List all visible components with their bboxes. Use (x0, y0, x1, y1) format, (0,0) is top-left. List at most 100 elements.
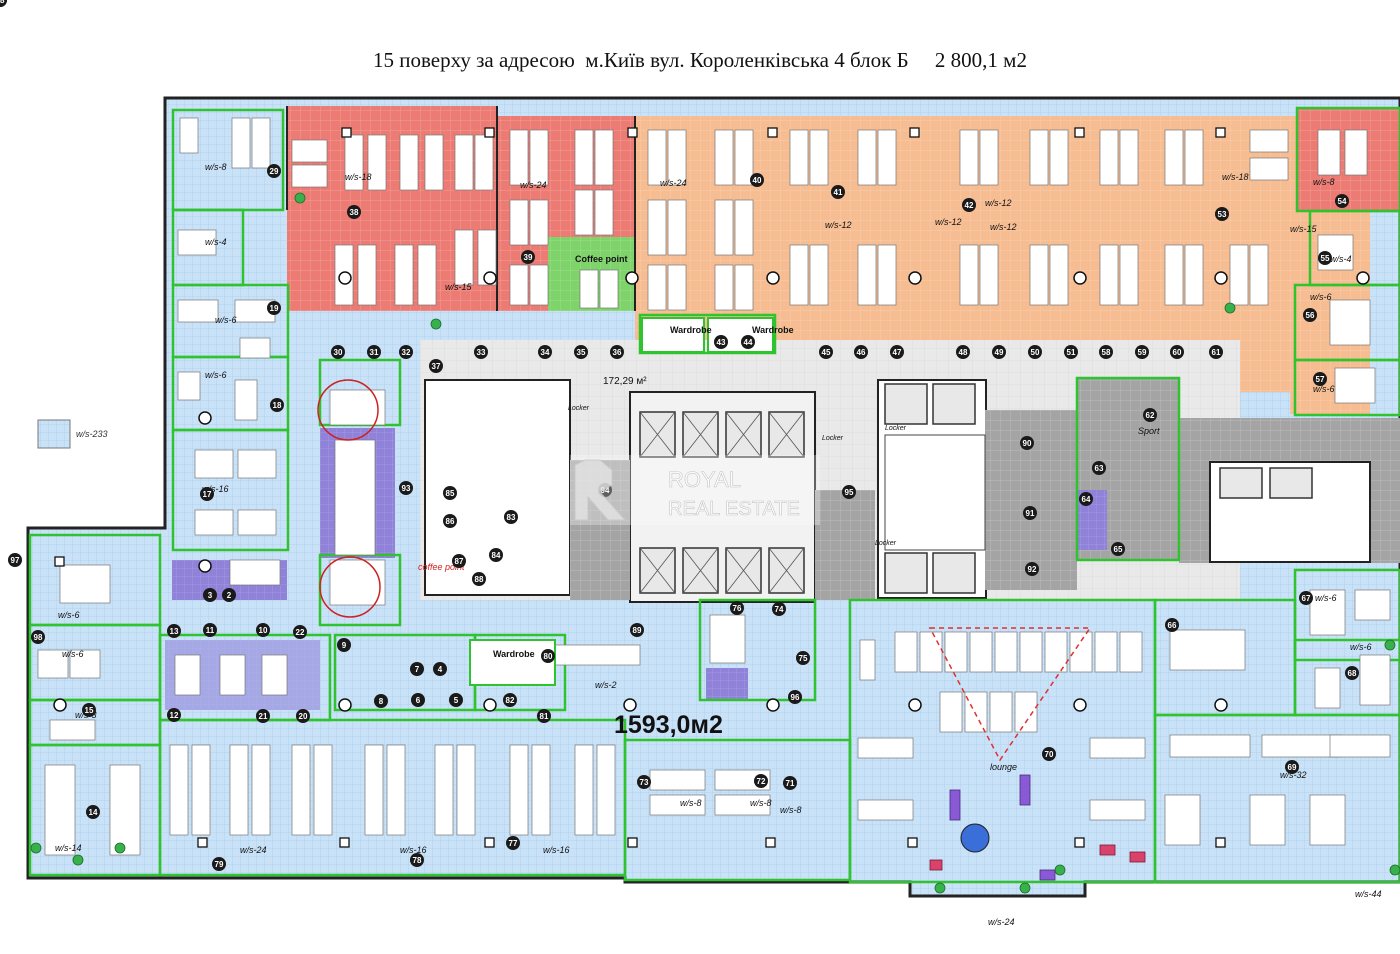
room-number: 57 (1316, 375, 1325, 384)
room-marker: 59 (1135, 345, 1149, 359)
room-marker: 82 (503, 693, 517, 707)
room-number: 29 (270, 167, 279, 176)
room-marker: 20 (296, 709, 310, 723)
room-number: 46 (857, 348, 866, 357)
square-columns (54, 127, 1226, 848)
room-number: 35 (577, 348, 586, 357)
room-marker: 78 (410, 853, 424, 867)
plan-title: 15 поверху за адресою м.Київ вул. Короле… (373, 48, 1027, 72)
room-marker: 33 (474, 345, 488, 359)
room-number: 93 (402, 484, 411, 493)
zone-label: w/s-4 (205, 237, 227, 247)
total-area-label: 1593,0м2 (614, 711, 723, 739)
watermark: ROYAL REAL ESTATE (570, 455, 820, 525)
room-marker: 17 (200, 487, 214, 501)
room-number: 15 (85, 706, 94, 715)
zone-label: w/s-6 (1310, 292, 1332, 302)
zone-label: w/s-12 (825, 220, 852, 230)
room-number: 14 (89, 808, 98, 817)
meeting-pod-purple-4 (706, 668, 748, 700)
room-marker: 83 (504, 510, 518, 524)
room-number: 6 (416, 696, 421, 705)
room-marker: 6 (411, 693, 425, 707)
room-number: 45 (822, 348, 831, 357)
room-marker: 13 (167, 624, 181, 638)
room-number: 22 (296, 628, 305, 637)
room-number: 56 (1306, 311, 1315, 320)
room-number: 77 (509, 839, 518, 848)
room-marker: 97 (8, 553, 22, 567)
zone-label: w/s-12 (985, 198, 1012, 208)
room-number: 20 (299, 712, 308, 721)
room-number: 72 (757, 777, 766, 786)
room-number: 55 (1321, 254, 1330, 263)
room-marker: 77 (506, 836, 520, 850)
room-number: 40 (753, 176, 762, 185)
room-number: 54 (1338, 197, 1347, 206)
watermark-line1: ROYAL (668, 467, 741, 492)
room-number: 68 (1348, 669, 1357, 678)
room-marker: 61 (1209, 345, 1223, 359)
zone-label: w/s-14 (55, 843, 82, 853)
room-number: 66 (1168, 621, 1177, 630)
room-number: 95 (845, 488, 854, 497)
zone-label: w/s-15 (1290, 224, 1318, 234)
room-marker: 21 (256, 709, 270, 723)
room-marker: 3 (203, 588, 217, 602)
zone-label: lounge (990, 762, 1017, 772)
elevator-cross-lines (639, 411, 805, 594)
room-number: 47 (893, 348, 902, 357)
zone-label: w/s-24 (988, 917, 1015, 927)
room-number: 33 (477, 348, 486, 357)
room-number: 80 (544, 652, 553, 661)
room-marker: 29 (267, 164, 281, 178)
zone-label: w/s-12 (935, 217, 962, 227)
room-marker: 63 (1092, 461, 1106, 475)
zone-label: Locker (885, 425, 907, 432)
room-marker: 37 (429, 359, 443, 373)
room-marker: 56 (1303, 308, 1317, 322)
room-marker: 41 (831, 185, 845, 199)
wardrobe-1 (641, 317, 705, 353)
room-number: 87 (455, 557, 464, 566)
room-marker: 19 (267, 301, 281, 315)
room-marker: 32 (399, 345, 413, 359)
watermark-line2: REAL ESTATE (668, 498, 800, 520)
room-marker: 65 (1111, 542, 1125, 556)
room-number: 48 (959, 348, 968, 357)
zone-label: Sport (1138, 426, 1160, 436)
room-number: 81 (540, 712, 549, 721)
room-marker: 75 (796, 651, 810, 665)
lobby-area-label: 172,29 м² (603, 376, 647, 387)
room-marker: 22 (293, 625, 307, 639)
room-number: 88 (475, 575, 484, 584)
room-marker: 76 (730, 601, 744, 615)
zone-label: Locker (822, 435, 844, 442)
room-marker: 81 (537, 709, 551, 723)
legend-swatch (37, 419, 71, 449)
room-number: 21 (259, 712, 268, 721)
room-marker: 5 (449, 693, 463, 707)
room-marker: 50 (1028, 345, 1042, 359)
room-number: 51 (1067, 348, 1076, 357)
zone-label: w/s-8 (1313, 177, 1335, 187)
grey-zone-5 (815, 490, 875, 600)
room-marker: 44 (741, 335, 755, 349)
room-number: 2 (227, 591, 232, 600)
room-marker: 12 (167, 708, 181, 722)
room-marker: 95 (842, 485, 856, 499)
room-number: 17 (203, 490, 212, 499)
room-number: 9 (342, 641, 347, 650)
room-number: 74 (775, 605, 784, 614)
zone-label: w/s-16 (543, 845, 570, 855)
zone-label: w/s-8 (780, 805, 802, 815)
zone-label: w/s-8 (750, 798, 772, 808)
room-marker: 60 (1170, 345, 1184, 359)
room-marker: 48 (956, 345, 970, 359)
room-marker: 51 (1064, 345, 1078, 359)
lounge-furniture (929, 844, 1146, 871)
room-number: 19 (270, 304, 279, 313)
room-marker: 96 (788, 690, 802, 704)
room-marker: 68 (1345, 666, 1359, 680)
room-marker: 49 (992, 345, 1006, 359)
